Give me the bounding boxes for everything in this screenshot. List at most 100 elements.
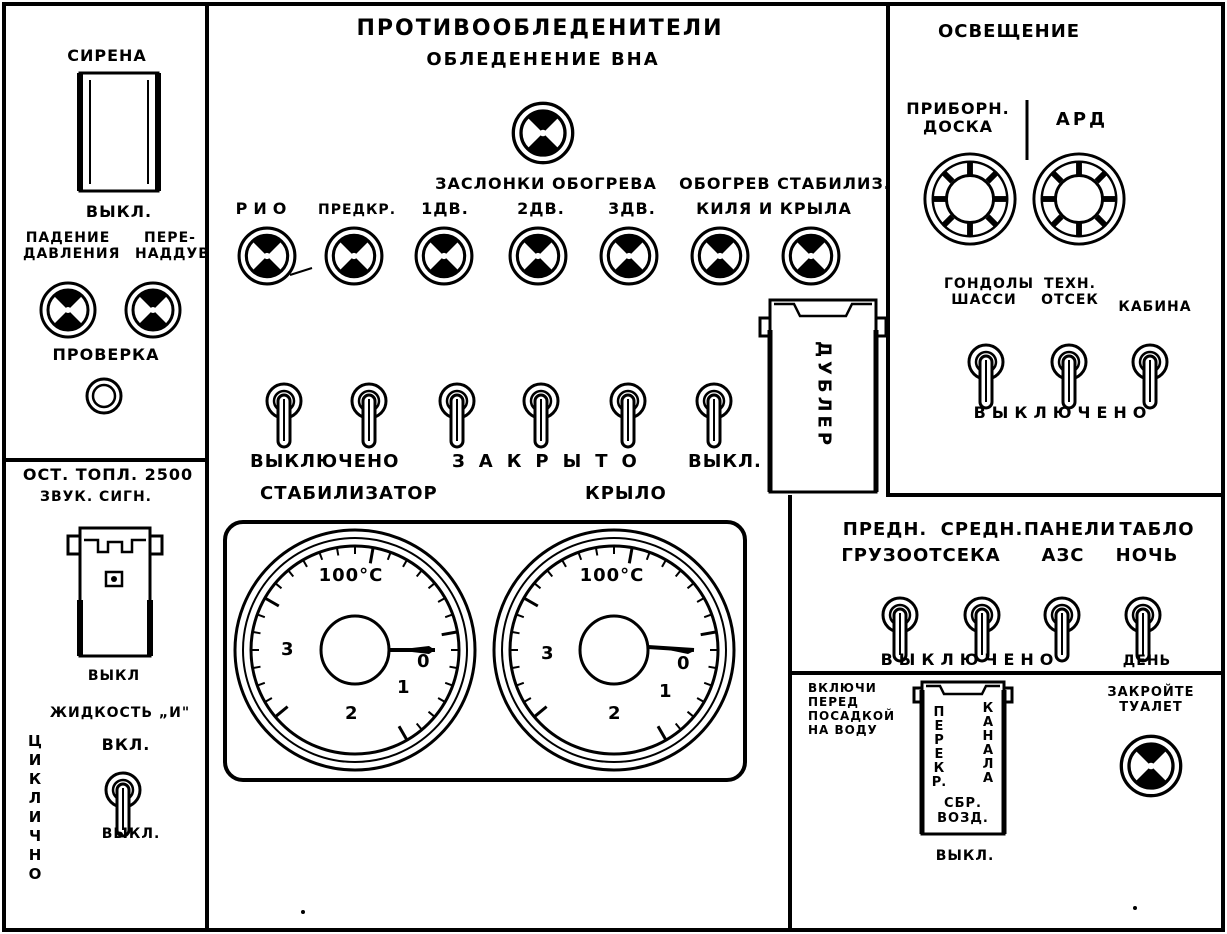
cargo-mid-label: СРЕДН.	[940, 519, 1024, 540]
gauge-left-1: 1	[397, 677, 411, 698]
rio-label: РИО	[235, 199, 293, 218]
fluid-on-label: ВКЛ.	[101, 735, 151, 754]
sound-signal-label: ЗВУК. СИГН.	[40, 489, 152, 505]
wing-anti-ice-toggle[interactable]	[350, 382, 388, 449]
instrument-panel-label: ПРИБОРН. ДОСКА	[906, 99, 1010, 137]
fuel-remaining-label: ОСТ. ТОПЛ. 2500	[22, 465, 194, 484]
stabilizer-label: СТАБИЛИЗАТОР	[260, 483, 438, 504]
night-label: НОЧЬ	[1115, 545, 1179, 566]
ard-light-knob-icon[interactable]	[1034, 154, 1124, 244]
slat-label: ПРЕДКР.	[317, 202, 397, 218]
engine2-label: 2ДВ.	[517, 199, 565, 218]
gauge-tick	[703, 681, 713, 687]
gauge-tick	[594, 547, 599, 556]
vna-ice-label: ОБЛЕДЕНЕНИЕ ВНА	[426, 49, 660, 70]
gauge-tick	[386, 551, 392, 561]
gauge-tick	[335, 547, 340, 556]
gauge-tick	[256, 681, 266, 687]
gauge-tick	[397, 725, 409, 741]
gauge-tick	[700, 630, 717, 637]
gauge-tick	[674, 722, 682, 731]
siren-title: СИРЕНА	[67, 46, 147, 65]
gauge-tick	[437, 697, 446, 703]
channel-switch[interactable]	[912, 680, 1014, 836]
gauge-tick	[441, 630, 458, 637]
engine2-flap-lamp-icon	[508, 226, 568, 286]
gauge-tick	[264, 697, 273, 703]
gauge-tick	[708, 665, 717, 670]
cyclic-label: ЦИКЛИЧНО	[28, 732, 42, 883]
cabin-light-toggle[interactable]	[1131, 343, 1169, 410]
gauge-tick	[444, 681, 454, 687]
cargo-compartment-label: ГРУЗООТСЕКА	[841, 545, 1001, 566]
stab-temp-gauge	[233, 528, 477, 772]
gauge-tick	[546, 569, 554, 578]
table-night-day-toggle[interactable]	[1124, 596, 1162, 663]
stab-wing-heat-lamp-icon	[781, 226, 841, 286]
gauge-tick	[444, 613, 454, 619]
gauge-tick	[523, 697, 532, 703]
cabin-label: КАБИНА	[1118, 299, 1192, 315]
gauge-tick	[415, 569, 423, 578]
gauge-left-2: 2	[345, 703, 359, 724]
gauge-left-0: 0	[417, 651, 431, 672]
backup-label: ДУБЛЕР	[813, 340, 835, 450]
stab-anti-ice-toggle[interactable]	[265, 382, 303, 449]
flap2-toggle[interactable]	[522, 382, 560, 449]
gauge-tick	[287, 569, 295, 578]
lighting-title: ОСВЕЩЕНИЕ	[937, 21, 1081, 42]
gauge-tick	[318, 551, 324, 561]
anti-ice-title: ПРОТИВООБЛЕДЕНИТЕЛИ	[356, 16, 724, 41]
ard-label: АРД	[1055, 109, 1109, 130]
fluid-label: ЖИДКОСТЬ „И"	[49, 705, 191, 721]
gauge-right-2: 2	[608, 703, 622, 724]
gauge-right-0: 0	[677, 653, 691, 674]
pressure-drop-lamp-icon	[39, 281, 97, 339]
keel-wing-label: КИЛЯ И КРЫЛА	[696, 199, 852, 218]
wing-label: КРЫЛО	[585, 483, 667, 504]
fluid-off-label: ВЫКЛ.	[101, 826, 161, 842]
tech-light-toggle[interactable]	[1050, 343, 1088, 410]
gauge-tick	[533, 582, 542, 590]
fuel-off-label: ВЫКЛ	[87, 668, 141, 684]
water-off-label: ВЫКЛ.	[935, 848, 995, 864]
gear-nacelle-label: ГОНДОЛЫ ШАССИ	[944, 276, 1035, 309]
heat-flaps-label: ЗАСЛОНКИ ОБОГРЕВА	[435, 174, 657, 193]
toilet-label: ЗАКРОЙТЕ ТУАЛЕТ	[1107, 685, 1195, 715]
gauge-tick	[427, 710, 436, 718]
siren-switch[interactable]	[77, 71, 161, 193]
toilet-lamp-icon	[1119, 734, 1183, 798]
gauge-tick	[402, 559, 408, 568]
panel-light-knob-icon[interactable]	[925, 154, 1015, 244]
rio-lamp-icon	[237, 226, 297, 286]
gauge-tick	[274, 705, 289, 718]
gear-light-toggle[interactable]	[967, 343, 1005, 410]
keel-heat-toggle[interactable]	[695, 382, 733, 449]
siren-off-label: ВЫКЛ.	[85, 202, 153, 221]
gauge-tick	[561, 559, 567, 568]
gauge-tick	[645, 551, 651, 561]
water-landing-note: ВКЛЮЧИ ПЕРЕД ПОСАДКОЙ НА ВОДУ	[808, 681, 896, 737]
switch-channel-label: КАНАЛА	[982, 701, 994, 786]
pressure-drop-label: ПАДЕНИЕ ДАВЛЕНИЯ	[23, 230, 121, 263]
gauge-tick	[696, 697, 705, 703]
gauge-right-3: 3	[541, 643, 555, 664]
test-button[interactable]	[85, 377, 123, 415]
gauge-tick	[523, 596, 539, 608]
gauge-tick	[686, 710, 695, 718]
gauge-tick	[656, 725, 668, 741]
switch-crossfeed-label: ПЕРЕКР.	[931, 705, 947, 790]
flap1-toggle[interactable]	[438, 382, 476, 449]
gauge-tick	[661, 559, 667, 568]
engine1-label: 1ДВ.	[421, 199, 469, 218]
gauge-tick	[368, 547, 375, 564]
gauge-tick	[437, 597, 446, 603]
backup-switch[interactable]	[758, 298, 888, 494]
flap3-toggle[interactable]	[609, 382, 647, 449]
day-label: ДЕНЬ	[1122, 653, 1172, 669]
cargo-off-label: ВЫКЛЮЧЕНО	[880, 650, 1060, 669]
fuel-sound-switch[interactable]	[66, 526, 164, 658]
gauge-tick	[674, 569, 682, 578]
cargo-front-label: ПРЕДН.	[842, 519, 928, 540]
